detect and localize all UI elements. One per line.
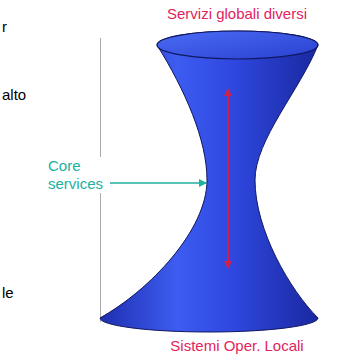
cut-text: le (2, 284, 14, 302)
top-caption: Servizi globali diversi (167, 5, 307, 23)
leader-arrow (106, 182, 206, 184)
bottom-caption: Sistemi Oper. Locali (170, 337, 303, 355)
callout-label: Core services (48, 157, 110, 193)
hourglass-body (100, 31, 318, 332)
range-arrow (227, 92, 229, 265)
cut-text: alto (2, 86, 26, 104)
cut-text: r (2, 18, 7, 36)
top-ellipse (157, 31, 318, 59)
